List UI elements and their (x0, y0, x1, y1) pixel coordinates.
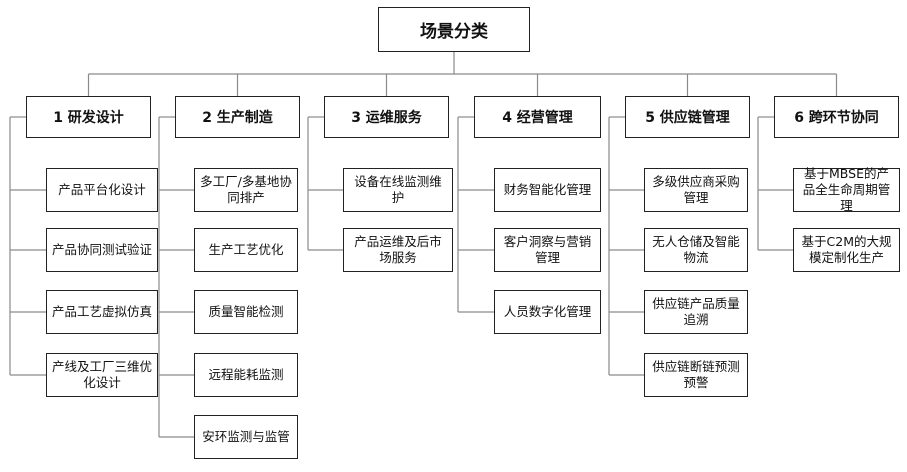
leaf-node: 产品工艺虚拟仿真 (46, 290, 158, 334)
leaf-node: 生产工艺优化 (194, 228, 298, 272)
leaf-node: 供应链断链预测预警 (644, 353, 748, 397)
leaf-node: 人员数字化管理 (494, 290, 601, 334)
leaf-node: 客户洞察与营销管理 (494, 228, 601, 272)
leaf-node: 多级供应商采购管理 (644, 168, 748, 212)
category-node-business-management: 4 经营管理 (474, 96, 601, 138)
category-node-operation-service: 3 运维服务 (324, 96, 449, 138)
leaf-node: 多工厂/多基地协同排产 (194, 168, 298, 212)
category-node-cross-link: 6 跨环节协同 (774, 96, 899, 138)
leaf-node: 产品协同测试验证 (46, 228, 158, 272)
category-node-supply-chain: 5 供应链管理 (625, 96, 750, 138)
root-node: 场景分类 (378, 7, 530, 52)
leaf-node: 产品平台化设计 (46, 168, 158, 212)
category-node-manufacturing: 2 生产制造 (175, 96, 300, 138)
leaf-node: 产线及工厂三维优化设计 (46, 353, 158, 397)
leaf-node: 基于MBSE的产品全生命周期管理 (793, 166, 900, 213)
leaf-node: 远程能耗监测 (194, 353, 298, 397)
leaf-node: 基于C2M的大规模定制化生产 (793, 228, 900, 272)
leaf-node: 财务智能化管理 (494, 168, 601, 212)
leaf-node: 质量智能检测 (194, 290, 298, 334)
leaf-node: 无人仓储及智能物流 (644, 228, 748, 272)
leaf-node: 供应链产品质量追溯 (644, 290, 748, 334)
leaf-node: 设备在线监测维护 (343, 168, 453, 212)
leaf-node: 产品运维及后市场服务 (343, 228, 453, 272)
category-node-rnd-design: 1 研发设计 (26, 96, 151, 138)
leaf-node: 安环监测与监管 (194, 415, 298, 459)
